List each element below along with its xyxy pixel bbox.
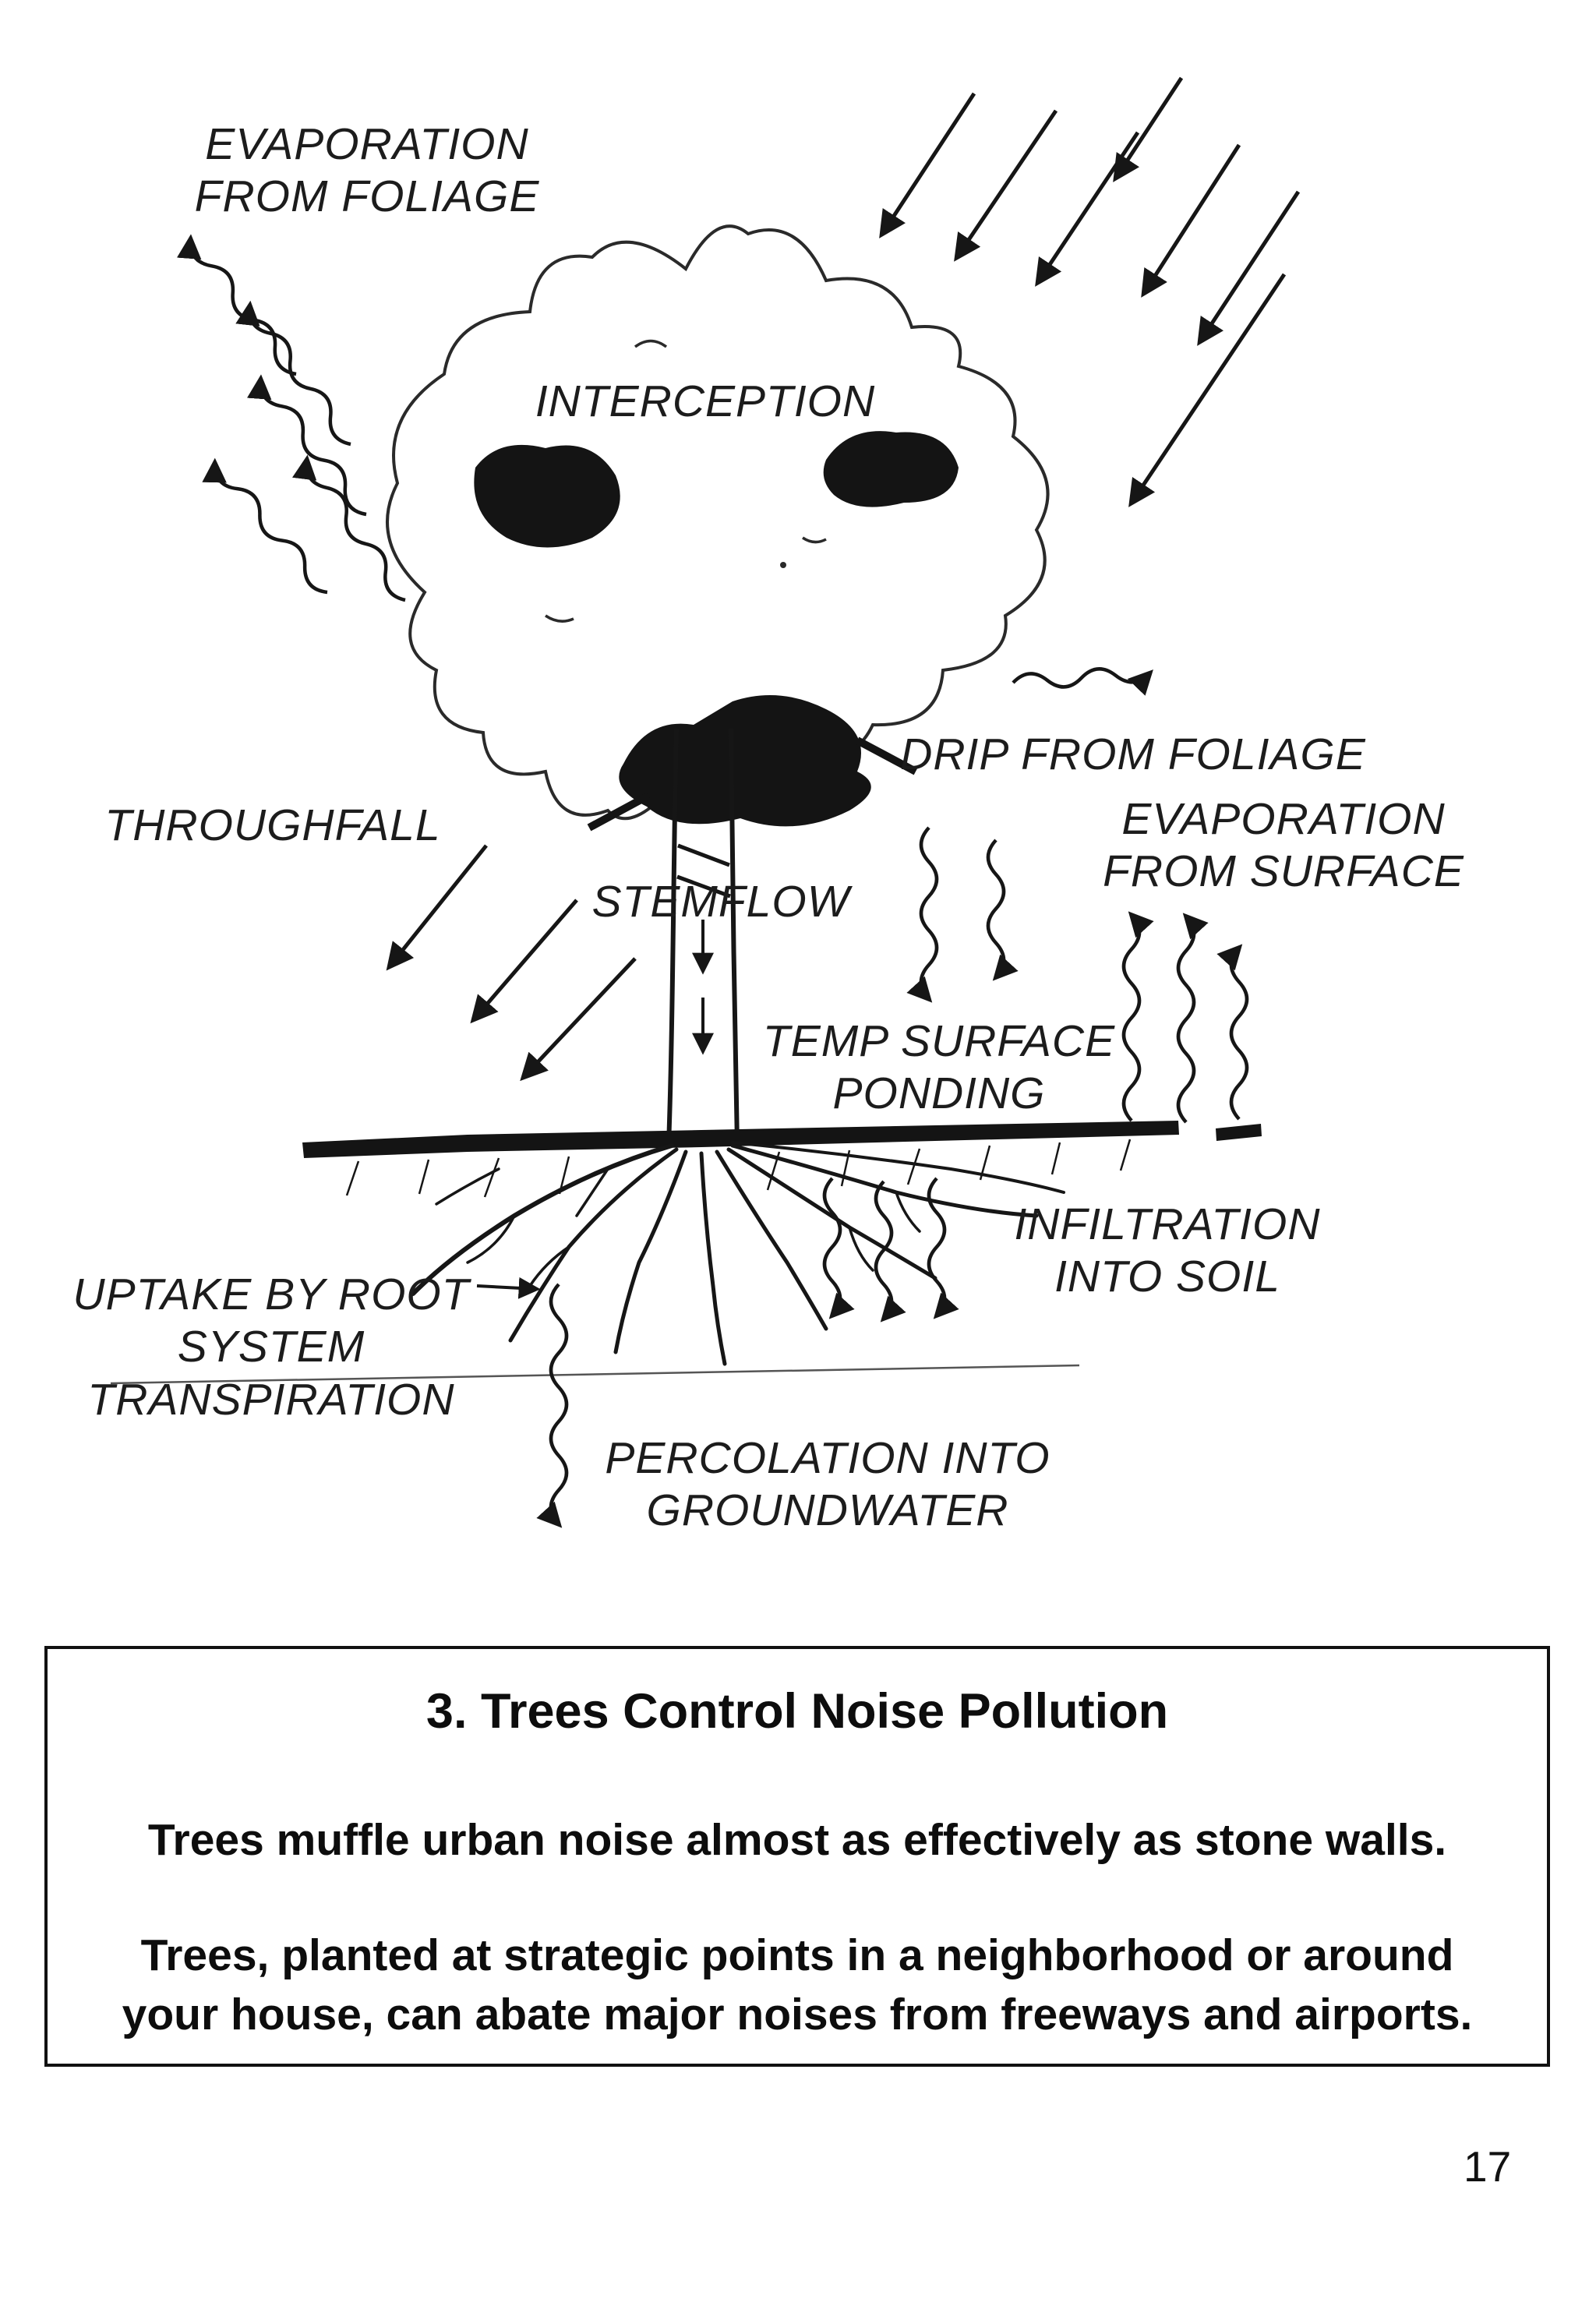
drip-arrows <box>906 826 1019 1003</box>
label-line: INTO SOIL <box>1054 1252 1280 1302</box>
canopy-branch-mass <box>619 695 871 827</box>
label-evaporation-from-foliage: EVAPORATION FROM FOLIAGE <box>195 118 540 224</box>
canopy-right-wavy-arrow <box>1012 667 1153 696</box>
label-infiltration-into-soil: INFILTRATION INTO SOIL <box>1014 1199 1320 1304</box>
label-line: EVAPORATION <box>1121 794 1446 844</box>
rain-arrows <box>879 76 1301 507</box>
label-line: TEMP SURFACE <box>762 1016 1116 1066</box>
label-percolation-into-groundwater: PERCOLATION INTO GROUNDWATER <box>605 1432 1050 1538</box>
water-table-line <box>110 1364 1080 1385</box>
noise-pollution-box: 3. Trees Control Noise Pollution Trees m… <box>44 1646 1550 2067</box>
label-line: FROM FOLIAGE <box>194 171 540 222</box>
uptake-arrow <box>476 1277 541 1299</box>
label-drip-from-foliage: DRIP FROM FOLIAGE <box>900 729 1366 779</box>
paragraph-line: Trees muffle urban noise almost as effec… <box>147 1815 1447 1865</box>
ground-surface <box>302 1121 1262 1158</box>
section-title: 3. Trees Control Noise Pollution <box>425 1684 1169 1739</box>
percolation-arrow <box>536 1283 569 1528</box>
label-line: TRANSPIRATION <box>87 1374 455 1425</box>
paragraph-1: Trees muffle urban noise almost as effec… <box>48 1814 1547 1866</box>
label-line: FROM SURFACE <box>1103 846 1464 897</box>
canopy-shade-right <box>823 431 959 507</box>
throughfall-arrows <box>386 844 637 1082</box>
paragraph-line: your house, can abate major noises from … <box>122 1989 1473 2039</box>
label-evaporation-from-surface: EVAPORATION FROM SURFACE <box>1103 793 1464 899</box>
infiltration-arrows <box>822 1177 959 1323</box>
label-line: GROUNDWATER <box>646 1485 1009 1536</box>
label-throughfall: THROUGHFALL <box>104 800 441 850</box>
paragraph-line: Trees, planted at strategic points in a … <box>140 1930 1454 1980</box>
label-interception: INTERCEPTION <box>535 376 876 426</box>
label-line: SYSTEM <box>177 1322 365 1372</box>
label-line: PERCOLATION INTO <box>605 1433 1050 1483</box>
label-line: PONDING <box>832 1068 1046 1119</box>
canopy-texture-marks <box>545 339 827 623</box>
soil-hatching <box>345 1139 1132 1198</box>
ground-dash <box>1216 1124 1262 1141</box>
root-system <box>411 1141 1065 1366</box>
label-stemflow: STEMFLOW <box>591 877 850 927</box>
tree-trunk <box>666 728 740 1146</box>
evaporation-foliage-arrows <box>176 234 406 602</box>
paragraph-2: Trees, planted at strategic points in a … <box>48 1926 1547 2045</box>
label-temp-surface-ponding: TEMP SURFACE PONDING <box>763 1015 1115 1121</box>
tree-canopy <box>386 224 1153 832</box>
page-number: 17 <box>1464 2142 1512 2191</box>
label-line: INFILTRATION <box>1014 1199 1321 1249</box>
label-line: EVAPORATION <box>205 119 529 169</box>
label-uptake-by-root-system: UPTAKE BY ROOT SYSTEM TRANSPIRATION <box>72 1269 469 1426</box>
tree-hydrology-diagram <box>110 76 1301 1528</box>
label-line: UPTAKE BY ROOT <box>72 1270 470 1319</box>
surface-evaporation-arrows <box>1121 911 1249 1124</box>
canopy-shade-left <box>474 444 620 548</box>
